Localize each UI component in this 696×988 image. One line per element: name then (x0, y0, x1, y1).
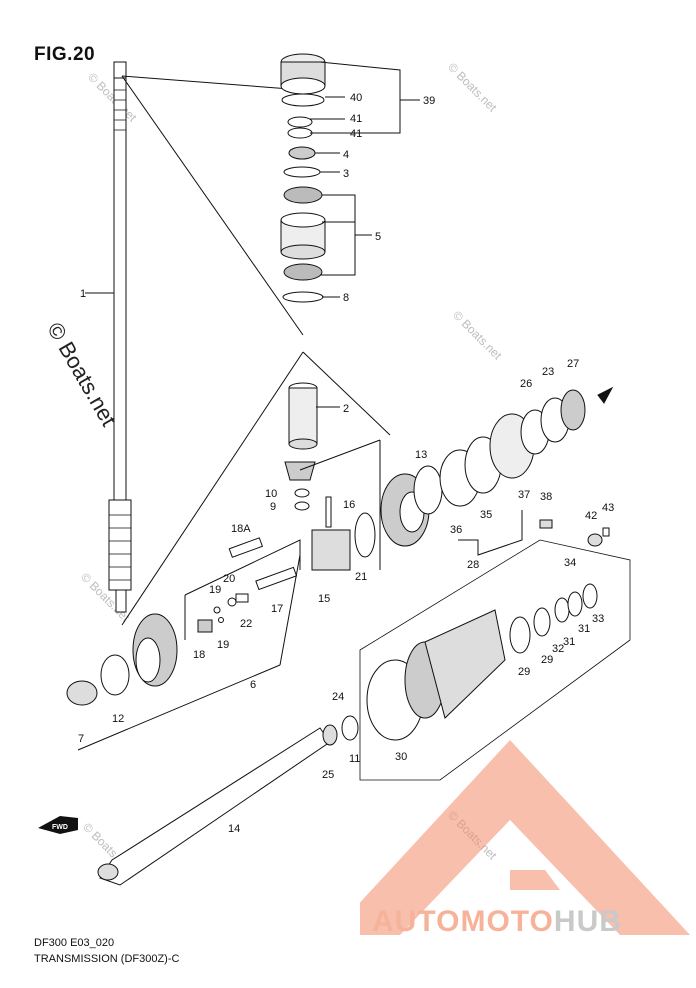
pinion-bearing-stack (280, 53, 326, 303)
callout-label: 41 (350, 113, 362, 125)
callout-label: 18 (193, 649, 205, 661)
sleeve (288, 382, 318, 450)
callout-label: 41 (350, 128, 362, 140)
callout-label: 8 (343, 292, 349, 304)
callout-label: 29 (541, 654, 553, 666)
callout-label: 21 (355, 571, 367, 583)
logo-text-part1: AUTOMOTO (372, 905, 554, 938)
callout-label: 13 (415, 449, 427, 461)
propeller-shaft (97, 715, 359, 886)
callout-label: 15 (318, 593, 330, 605)
figure-title: FIG.20 (34, 44, 96, 65)
callout-label: 31 (578, 623, 590, 635)
callout-label: 34 (564, 557, 576, 569)
callout-label: 7 (78, 733, 84, 745)
callout-label: 25 (322, 769, 334, 781)
callout-label: 23 (542, 366, 554, 378)
callout-label: 9 (270, 501, 276, 513)
callout-label: 5 (375, 231, 381, 243)
callout-label: 19 (209, 584, 221, 596)
drive-shaft (108, 61, 132, 613)
callout-label: 26 (520, 378, 532, 390)
footer-name: TRANSMISSION (DF300Z)-C (34, 953, 180, 965)
callout-label: 30 (395, 751, 407, 763)
callout-label: 6 (250, 679, 256, 691)
callout-label: 24 (332, 691, 344, 703)
callout-label: 17 (271, 603, 283, 615)
callout-label: 20 (223, 573, 235, 585)
callout-label: 11 (349, 753, 360, 765)
callout-label: 3 (343, 168, 349, 180)
callout-label: 31 (563, 636, 575, 648)
logo-text-part2: HUB (553, 905, 622, 938)
callout-label: 19 (217, 639, 229, 651)
callout-label: 43 (602, 502, 614, 514)
logo-mark (360, 740, 690, 935)
callout-label: 27 (567, 358, 579, 370)
callout-label: 36 (450, 524, 462, 536)
callout-label: 2 (343, 403, 349, 415)
callout-label: 16 (343, 499, 355, 511)
callout-label: 33 (592, 613, 604, 625)
callout-label: 38 (540, 491, 552, 503)
pinion-gear (284, 461, 316, 511)
callout-label: 37 (518, 489, 530, 501)
callout-label: 32 (552, 643, 564, 655)
fwd-label: FWD (52, 824, 68, 831)
footer-code: DF300 E03_020 (34, 937, 115, 949)
callout-label: 29 (518, 666, 530, 678)
callout-label: 10 (265, 488, 277, 500)
bearing-housing (366, 609, 531, 741)
fwd-arrow-icon: FWD (38, 816, 78, 834)
callout-label: 18A (231, 523, 251, 535)
callout-label: 12 (112, 713, 124, 725)
callout-label: 39 (423, 95, 435, 107)
callout-label: 42 (585, 510, 597, 522)
callout-label: 40 (350, 92, 362, 104)
callout-label: 35 (480, 509, 492, 521)
callout-label: 14 (228, 823, 240, 835)
callout-label: 28 (467, 559, 479, 571)
logo-text: AUTOMOTOHUB (372, 905, 622, 939)
callout-label: 4 (343, 149, 349, 161)
callout-label: 1 (80, 288, 86, 300)
callout-label: 22 (240, 618, 252, 630)
